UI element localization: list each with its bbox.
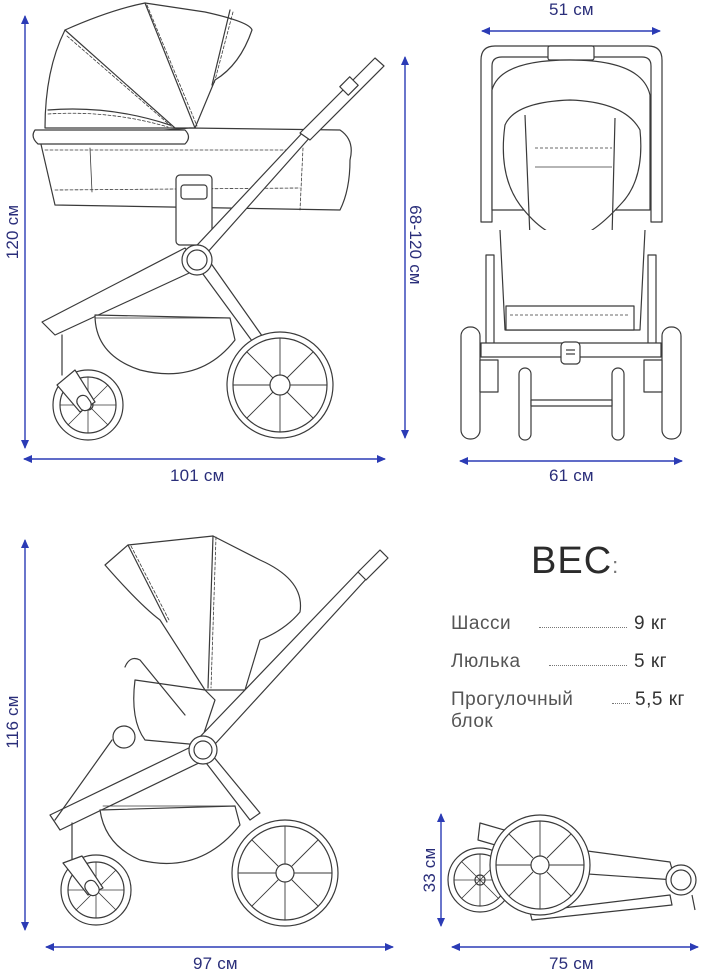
weight-item-value: 9 кг — [634, 613, 668, 634]
front-top-width-label: 51 см — [549, 0, 594, 19]
weight-title: ВЕС: — [531, 540, 620, 582]
front-view — [460, 45, 682, 441]
seat-height-label: 116 см — [3, 695, 22, 749]
weight-item-value: 5,5 кг — [635, 689, 685, 710]
weight-item-name: Люлька — [451, 651, 521, 672]
seat-side-view — [49, 535, 389, 927]
leader-dots — [539, 627, 627, 628]
weight-row-chassis: Шасси 9 кг — [447, 613, 701, 651]
dimension-lines — [21, 14, 699, 951]
bassinet-handle-height-label: 68-120 см — [406, 205, 425, 285]
folded-length-label: 75 см — [549, 954, 594, 973]
folded-view — [447, 814, 697, 921]
front-bottom-width-label: 61 см — [549, 466, 594, 485]
weight-row-bassinet: Люлька 5 кг — [447, 651, 701, 689]
leader-dots — [612, 703, 630, 704]
seat-length-label: 97 см — [193, 954, 238, 973]
weight-item-name: Шасси — [451, 613, 512, 634]
bassinet-length-label: 101 см — [170, 466, 225, 485]
folded-height-label: 33 см — [420, 847, 439, 893]
leader-dots — [549, 665, 627, 666]
weight-item-value: 5 кг — [634, 651, 668, 672]
bassinet-height-label: 120 см — [3, 204, 22, 260]
bassinet-side-view — [32, 2, 385, 441]
